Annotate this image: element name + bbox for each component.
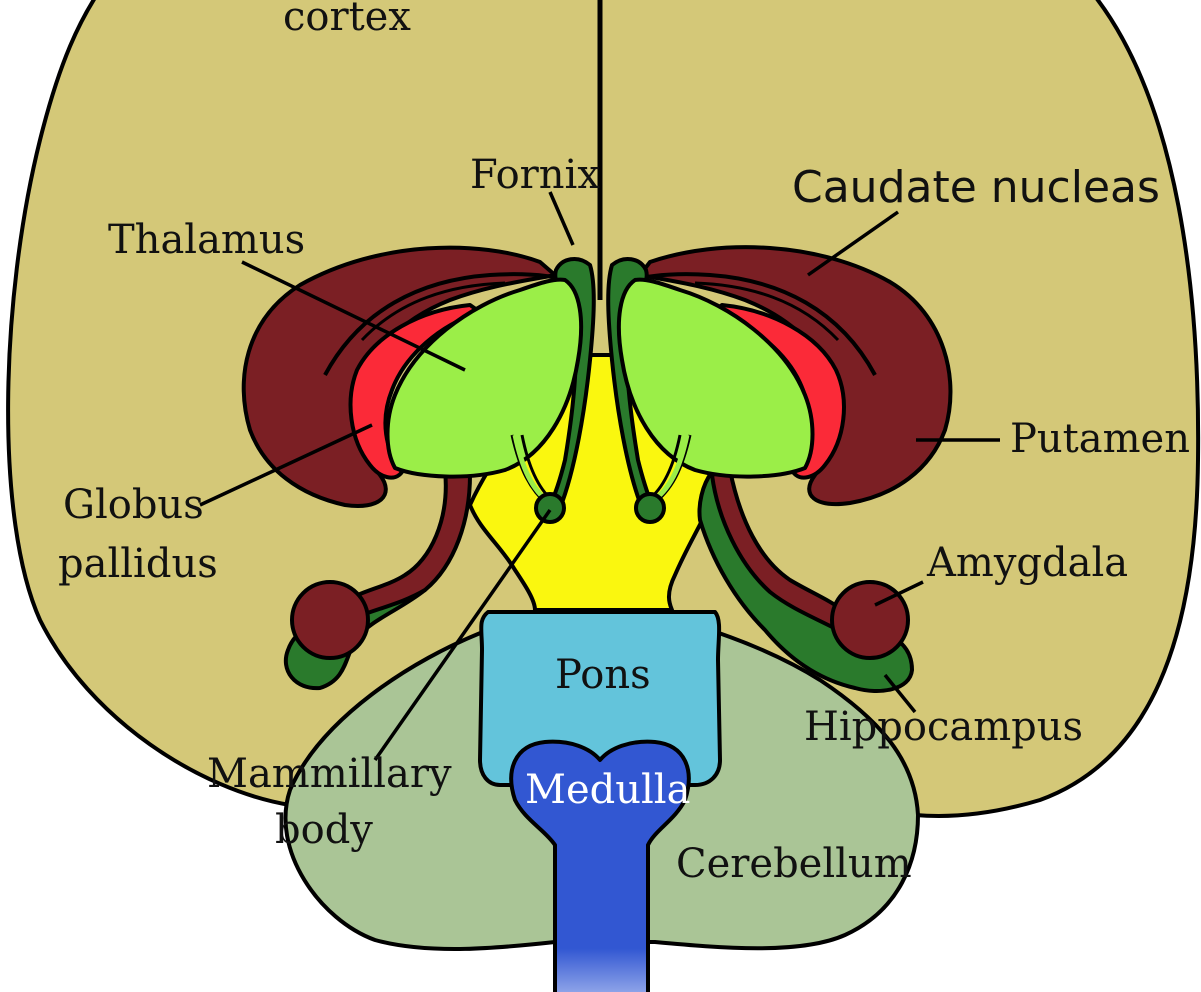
right-thalamus [616,277,815,479]
cerebellum-label: Cerebellum [676,841,912,887]
right-putamen [638,245,953,507]
hippocampus-label: Hippocampus [804,704,1083,750]
globus-leader [199,423,373,507]
mammillary-label-line2: body [275,807,373,853]
caudate-label: Caudate nucleas [792,162,1160,213]
cortex-label: cortex [283,0,411,40]
pons-label: Pons [555,652,651,698]
mammillary-leader [373,508,552,762]
globus-label-line1: Globus [63,482,204,528]
right-mammillary-body [634,492,666,524]
left-caudate-arc [323,272,559,376]
left-putamen [241,245,557,508]
thalamus-label: Thalamus [108,217,305,263]
caudate-leader [806,210,900,277]
left-thalamus [385,277,584,479]
left-globus-pallidus [348,303,482,480]
thalamus-leader [241,260,466,372]
putamen-label: Putamen [1010,416,1190,462]
globus-label-line2: pallidus [58,541,218,587]
hippocampus-leader [883,673,917,714]
right-caudate-arc [641,272,877,376]
medulla-label: Medulla [525,767,690,813]
amygdala-leader [874,580,924,607]
fornix-label: Fornix [470,152,600,198]
right-caudate-inner-arc [694,281,840,342]
medulla-region [509,739,691,992]
left-mammillary-body [534,492,566,524]
mammillary-label-line1: Mammillary [207,751,452,797]
right-amygdala [830,580,910,660]
amygdala-label: Amygdala [926,540,1128,586]
fornix-leader [548,191,575,246]
left-amygdala [290,580,370,660]
